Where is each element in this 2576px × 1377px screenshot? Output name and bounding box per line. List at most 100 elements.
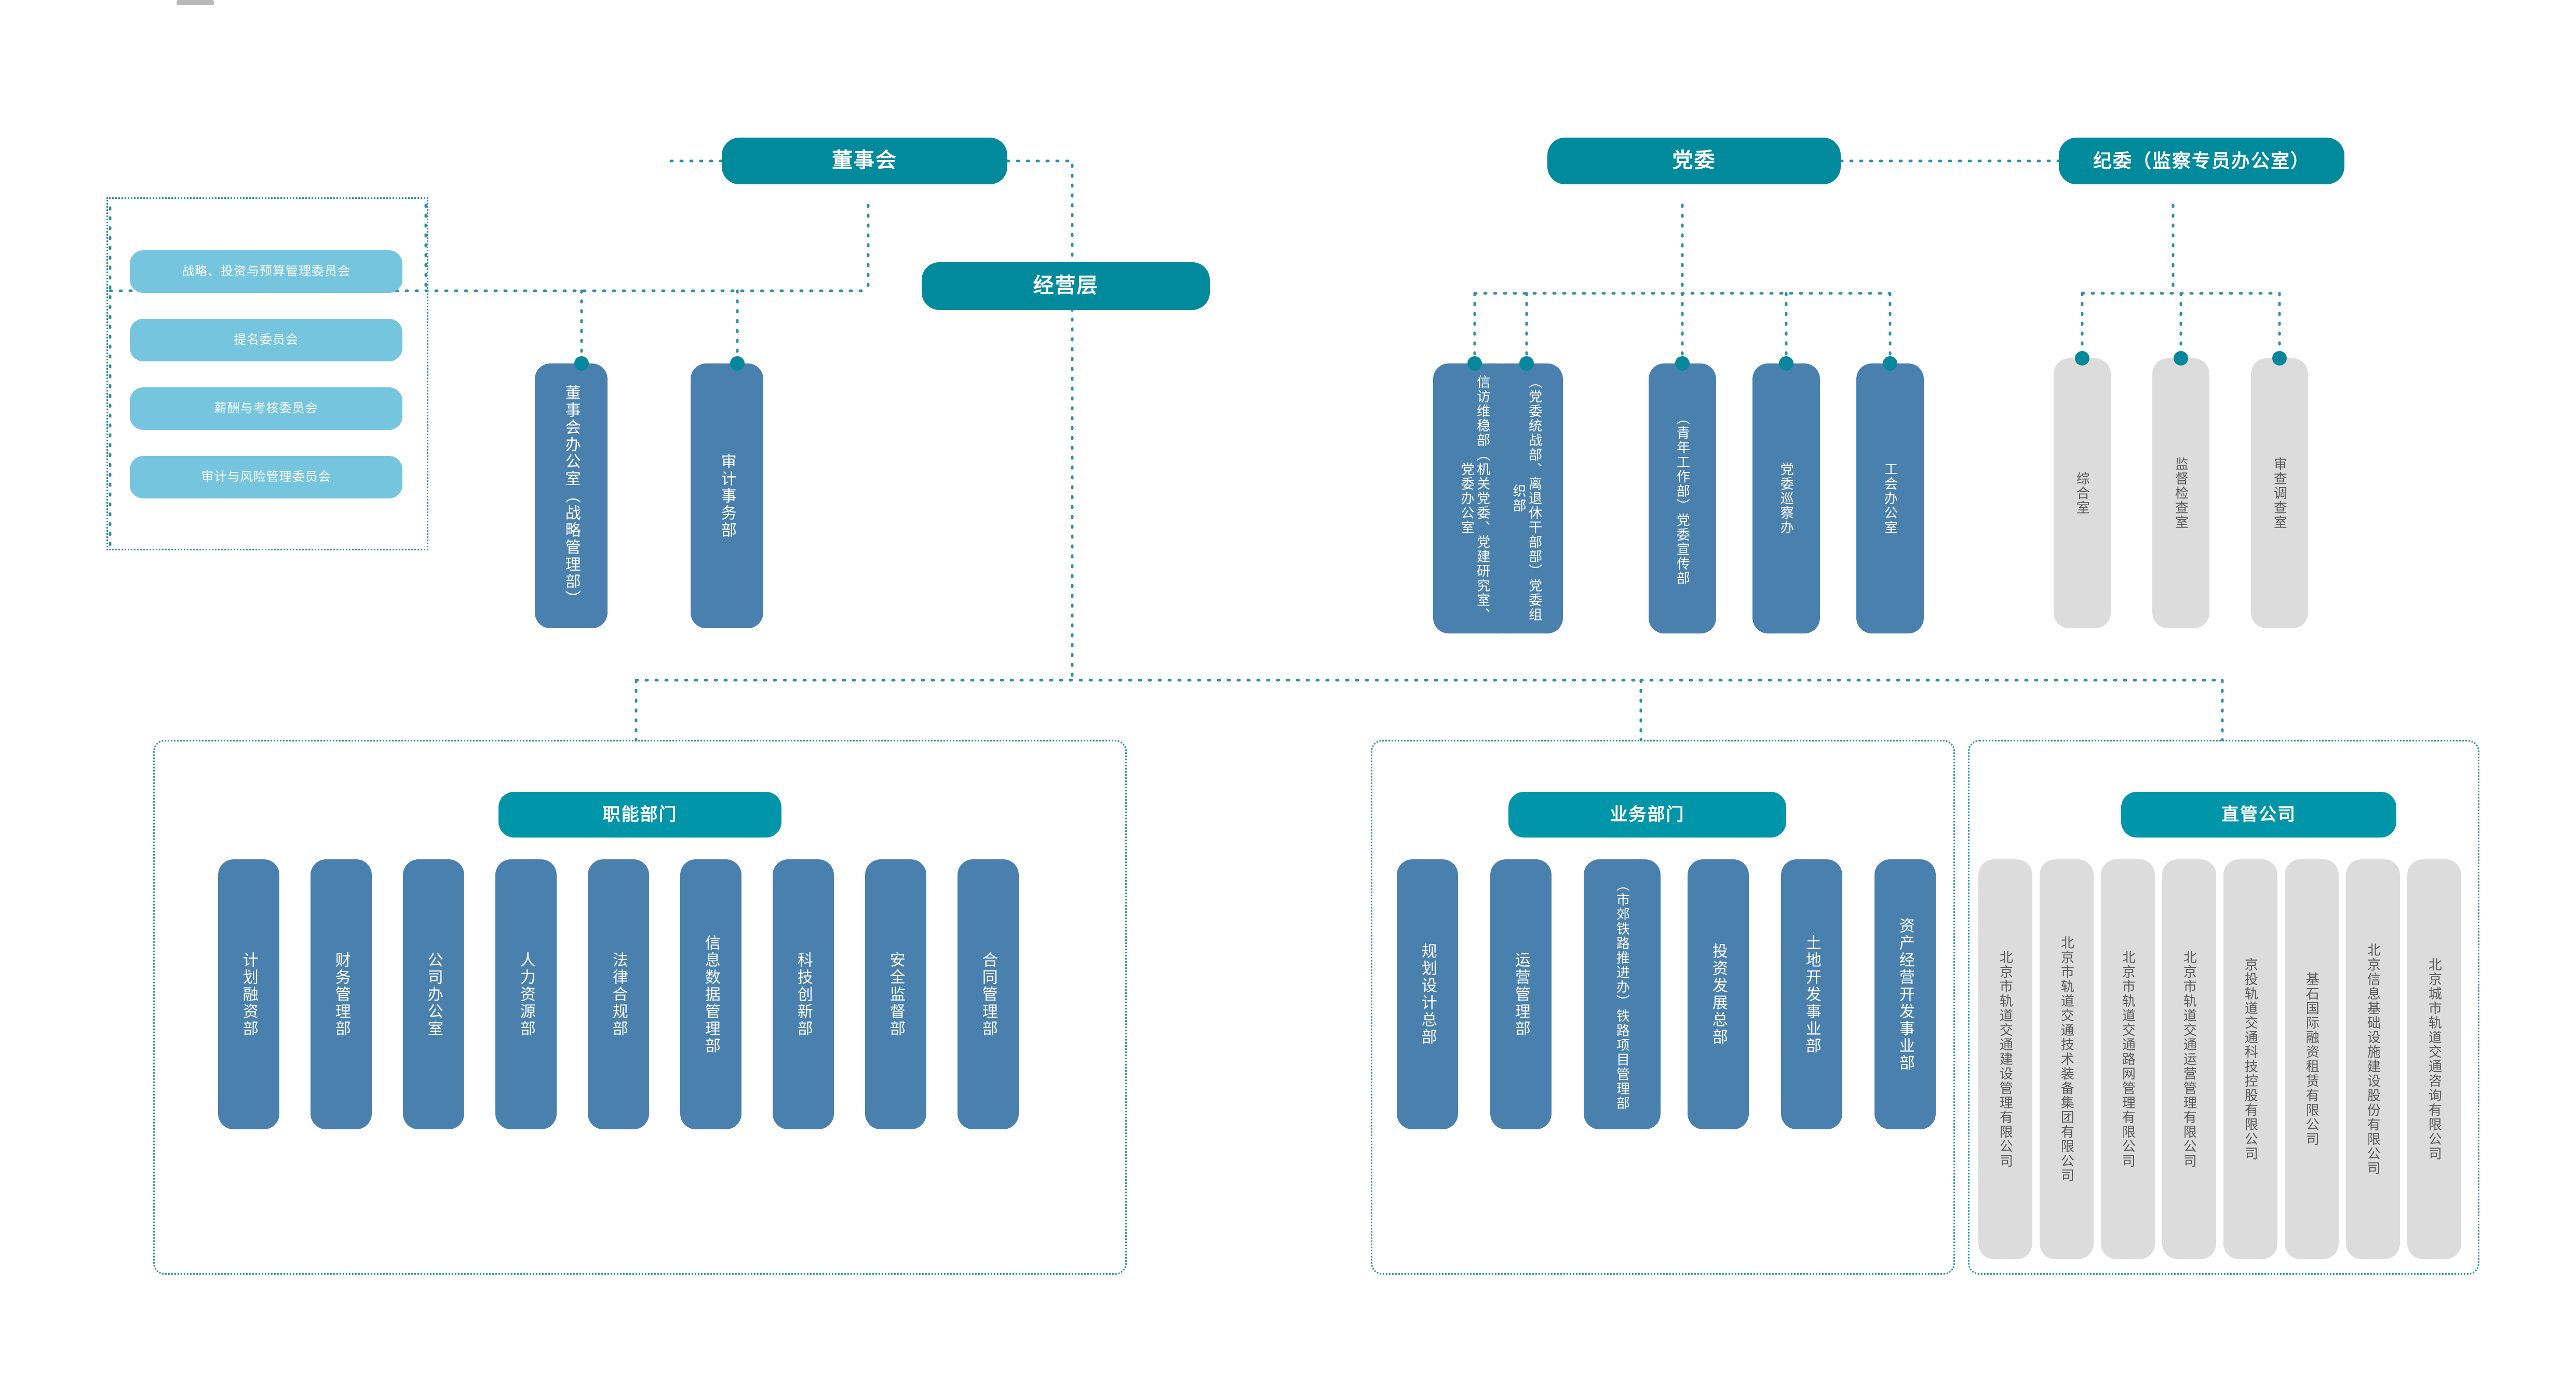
direct-company-4[interactable]: 京投轨道交通科技控股有限公司	[2223, 859, 2277, 1259]
func-dept-5[interactable]: 信息数据管理部	[680, 853, 748, 1129]
biz-dept-4[interactable]: 土地开发事业部	[1781, 853, 1849, 1129]
direct-company-0[interactable]: 北京市轨道交通建设管理有限公司	[1978, 859, 2032, 1259]
company-label: 北京市轨道交通运营管理有限公司	[2181, 950, 2197, 1168]
board-committees-panel	[106, 197, 428, 550]
dept-label: 科技创新部	[794, 951, 812, 1037]
dept-board-office[interactable]: 董事会办公室（战略管理部）	[535, 356, 614, 628]
node-discipline-committee[interactable]: 纪委（监察专员办公室）	[2059, 130, 2352, 184]
direct-company-5[interactable]: 基石国际融资租赁有限公司	[2285, 859, 2339, 1259]
func-dept-6[interactable]: 科技创新部	[773, 853, 840, 1129]
dept-label: 监督检查室	[2173, 457, 2189, 530]
company-label: 北京信息基础设施建设股份有限公司	[2365, 943, 2381, 1176]
business-departments-panel	[1371, 740, 1955, 1275]
dept-label: 投资发展总部	[1709, 943, 1727, 1046]
func-dept-2[interactable]: 公司办公室	[403, 853, 470, 1129]
dept-label: （市郊铁路推进办）铁路项目管理部	[1614, 878, 1630, 1111]
connector-dot	[1467, 356, 1482, 371]
dept-party-organization[interactable]: （党委统战部、离退休干部部）党委组织部	[1490, 356, 1569, 633]
connector-dot	[1519, 356, 1534, 371]
connector-dot	[1883, 356, 1897, 371]
dept-label: 董事会办公室（战略管理部）	[562, 384, 580, 608]
direct-company-2[interactable]: 北京市轨道交通路网管理有限公司	[2101, 859, 2155, 1259]
dept-label: （党委统战部、离退休干部部）党委组织部	[1511, 375, 1543, 622]
dept-label: 党委巡察办	[1778, 462, 1795, 535]
company-label: 北京市轨道交通建设管理有限公司	[1998, 950, 2014, 1168]
header-label: 直管公司	[2221, 804, 2296, 825]
func-dept-7[interactable]: 安全监督部	[865, 853, 933, 1129]
biz-dept-5[interactable]: 资产经营开发事业部	[1874, 853, 1942, 1129]
dept-label: 信息数据管理部	[702, 934, 720, 1055]
company-label: 基石国际融资租赁有限公司	[2304, 972, 2320, 1146]
connector-dot	[1779, 356, 1793, 371]
dept-label: 法律合规部	[610, 951, 627, 1037]
header-label: 业务部门	[1610, 804, 1685, 825]
func-dept-8[interactable]: 合同管理部	[957, 853, 1025, 1129]
direct-company-3[interactable]: 北京市轨道交通运营管理有限公司	[2162, 859, 2216, 1259]
dept-label: 工会办公室	[1882, 462, 1898, 535]
dept-supervision-inspection[interactable]: 监督检查室	[2152, 351, 2216, 628]
connector-dot	[2174, 351, 2188, 366]
committee-label: 审计与风险管理委员会	[201, 469, 331, 484]
dept-label: 人力资源部	[517, 951, 535, 1037]
dept-label: 财务管理部	[332, 951, 350, 1037]
func-dept-4[interactable]: 法律合规部	[588, 853, 655, 1129]
dept-party-propaganda[interactable]: （青年工作部）党委宣传部	[1649, 356, 1722, 633]
committee-strategy-investment-budget[interactable]: 战略、投资与预算管理委员会	[130, 245, 408, 293]
biz-dept-3[interactable]: 投资发展总部	[1688, 853, 1755, 1129]
dept-label: 安全监督部	[887, 951, 905, 1037]
dept-general-office[interactable]: 综合室	[2054, 351, 2117, 628]
dept-label: 合同管理部	[979, 951, 997, 1037]
committee-compensation-appraisal[interactable]: 薪酬与考核委员会	[130, 382, 408, 430]
dept-label: 审查调查室	[2272, 457, 2288, 530]
committee-label: 薪酬与考核委员会	[214, 401, 318, 415]
committee-label: 战略、投资与预算管理委员会	[182, 264, 350, 278]
company-label: 北京城市轨道交通咨询有限公司	[2426, 957, 2443, 1161]
dept-review-investigation[interactable]: 审查调查室	[2251, 351, 2314, 628]
direct-company-6[interactable]: 北京信息基础设施建设股份有限公司	[2346, 859, 2400, 1259]
node-board[interactable]: 董事会	[722, 130, 1015, 184]
dept-label: 计划融资部	[240, 951, 258, 1037]
header-functional-departments[interactable]: 职能部门	[498, 785, 789, 838]
node-management-label: 经营层	[1033, 274, 1099, 298]
dept-label: 综合室	[2074, 471, 2091, 515]
top-artifact	[177, 0, 214, 5]
node-party-committee-label: 党委	[1672, 149, 1716, 172]
header-business-departments[interactable]: 业务部门	[1508, 785, 1793, 838]
func-dept-0[interactable]: 计划融资部	[218, 853, 286, 1129]
func-dept-3[interactable]: 人力资源部	[495, 853, 563, 1129]
company-label: 京投轨道交通科技控股有限公司	[2243, 957, 2259, 1161]
direct-companies-panel	[1968, 740, 2479, 1275]
dept-label: 审计事务部	[718, 453, 736, 539]
company-label: 北京市轨道交通技术装备集团有限公司	[2059, 936, 2075, 1183]
node-management[interactable]: 经营层	[922, 255, 1217, 310]
func-dept-1[interactable]: 财务管理部	[311, 853, 378, 1129]
dept-label: 规划设计总部	[1419, 943, 1436, 1046]
committee-audit-risk[interactable]: 审计与风险管理委员会	[130, 451, 408, 498]
connector-dot	[574, 356, 589, 371]
committee-label: 提名委员会	[234, 332, 299, 347]
dept-label: 资产经营开发事业部	[1896, 917, 1914, 1072]
dept-union-office[interactable]: 工会办公室	[1856, 356, 1930, 633]
node-discipline-committee-label: 纪委（监察专员办公室）	[2093, 150, 2310, 171]
functional-departments-panel	[153, 740, 1127, 1275]
direct-company-7[interactable]: 北京城市轨道交通咨询有限公司	[2407, 859, 2461, 1259]
biz-dept-0[interactable]: 规划设计总部	[1397, 853, 1464, 1129]
dept-label: 运营管理部	[1512, 951, 1530, 1037]
biz-dept-2[interactable]: （市郊铁路推进办）铁路项目管理部	[1584, 853, 1667, 1129]
connector-dot	[2075, 351, 2089, 366]
header-direct-companies[interactable]: 直管公司	[2121, 785, 2404, 838]
direct-company-1[interactable]: 北京市轨道交通技术装备集团有限公司	[2040, 859, 2094, 1259]
node-party-committee[interactable]: 党委	[1547, 130, 1848, 184]
header-label: 职能部门	[602, 804, 678, 825]
dept-party-inspection[interactable]: 党委巡察办	[1752, 356, 1826, 633]
dept-label: 土地开发事业部	[1803, 934, 1820, 1055]
connector-dot	[2272, 351, 2287, 366]
dept-label: 信访维稳部（机关党委、党建研究室、党委办公室	[1459, 375, 1491, 622]
committee-nomination[interactable]: 提名委员会	[130, 314, 408, 361]
dept-label: （青年工作部）党委宣传部	[1675, 411, 1691, 586]
biz-dept-1[interactable]: 运营管理部	[1490, 853, 1558, 1129]
company-label: 北京市轨道交通路网管理有限公司	[2120, 950, 2136, 1168]
dept-label: 公司办公室	[425, 951, 442, 1037]
dept-audit-affairs[interactable]: 审计事务部	[691, 356, 770, 628]
